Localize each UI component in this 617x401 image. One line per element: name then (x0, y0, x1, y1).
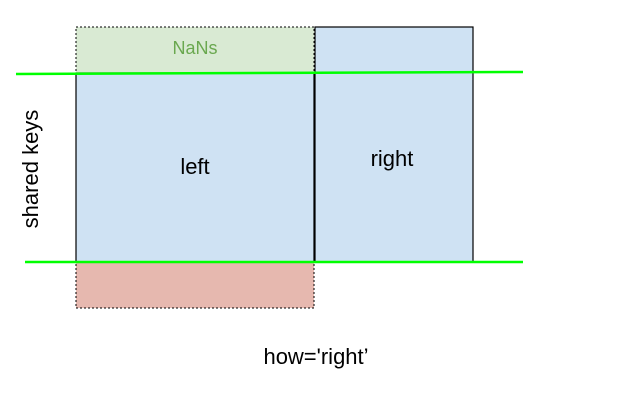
right-label: right (371, 146, 414, 171)
nan-region (75, 26, 315, 74)
nan-label: NaNs (172, 38, 217, 58)
left-label: left (180, 154, 209, 179)
left-frame (75, 72, 315, 263)
dropped-rows-region (75, 261, 315, 309)
shared-keys-label: shared keys (18, 110, 43, 229)
how-label: how='right’ (263, 344, 368, 369)
right-frame (314, 26, 474, 263)
shared-keys-top-line (15, 70, 524, 76)
